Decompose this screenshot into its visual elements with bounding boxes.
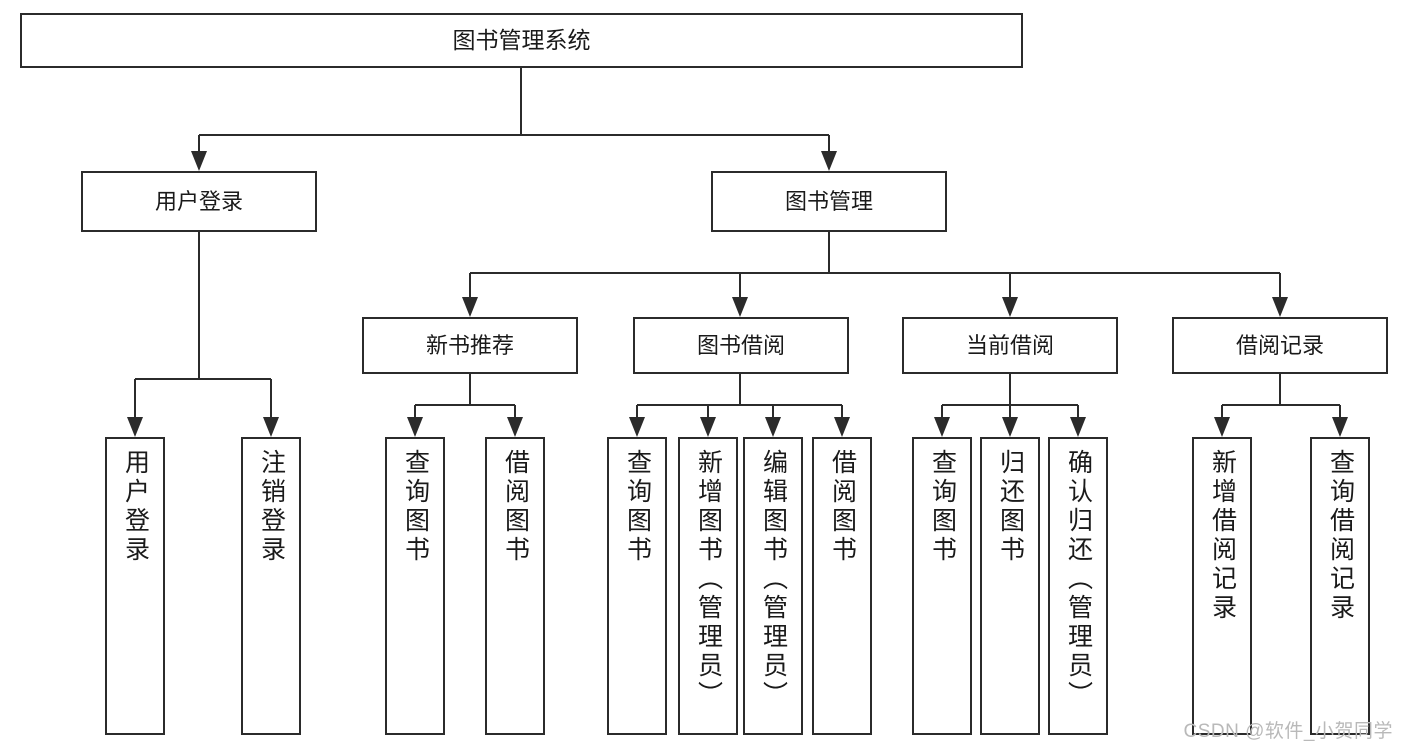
node-leaf-query-book-recommend[interactable]: 查询图书 [385, 437, 445, 735]
node-label: 当前借阅 [965, 332, 1054, 358]
node-leaf-query-book[interactable]: 查询图书 [607, 437, 667, 735]
node-label: 新增借阅记录 [1208, 449, 1237, 623]
node-label: 新书推荐 [425, 332, 514, 358]
node-borrow-record[interactable]: 借阅记录 [1172, 317, 1388, 374]
node-leaf-return-book[interactable]: 归还图书 [980, 437, 1040, 735]
node-leaf-add-borrow-record[interactable]: 新增借阅记录 [1192, 437, 1252, 735]
node-label: 图书管理 [784, 188, 873, 214]
node-label: 图书管理系统 [452, 26, 591, 53]
node-user-login[interactable]: 用户登录 [81, 171, 317, 232]
node-label: 确认归还（管理员） [1064, 449, 1093, 710]
node-label: 新增图书（管理员） [694, 449, 723, 710]
node-leaf-confirm-return-admin[interactable]: 确认归还（管理员） [1048, 437, 1108, 735]
node-label: 用户登录 [154, 188, 243, 214]
node-leaf-borrow-book[interactable]: 借阅图书 [812, 437, 872, 735]
node-label: 注销登录 [257, 449, 286, 565]
node-book-borrow[interactable]: 图书借阅 [633, 317, 849, 374]
node-label: 借阅图书 [501, 449, 530, 565]
node-label: 查询借阅记录 [1326, 449, 1355, 623]
node-leaf-query-borrow-record[interactable]: 查询借阅记录 [1310, 437, 1370, 735]
node-leaf-borrow-book-recommend[interactable]: 借阅图书 [485, 437, 545, 735]
node-label: 查询图书 [623, 449, 652, 565]
node-label: 查询图书 [401, 449, 430, 565]
node-leaf-user-login[interactable]: 用户登录 [105, 437, 165, 735]
node-label: 用户登录 [121, 449, 150, 565]
node-current-borrow[interactable]: 当前借阅 [902, 317, 1118, 374]
node-leaf-edit-book-admin[interactable]: 编辑图书（管理员） [743, 437, 803, 735]
node-leaf-logout[interactable]: 注销登录 [241, 437, 301, 735]
node-root-book-management-system[interactable]: 图书管理系统 [20, 13, 1023, 68]
node-label: 图书借阅 [696, 332, 785, 358]
node-label: 借阅图书 [828, 449, 857, 565]
node-label: 借阅记录 [1235, 332, 1324, 358]
node-leaf-add-book-admin[interactable]: 新增图书（管理员） [678, 437, 738, 735]
node-leaf-query-book-current[interactable]: 查询图书 [912, 437, 972, 735]
node-label: 归还图书 [996, 449, 1025, 565]
node-book-management[interactable]: 图书管理 [711, 171, 947, 232]
node-new-book-recommend[interactable]: 新书推荐 [362, 317, 578, 374]
node-label: 编辑图书（管理员） [759, 449, 788, 710]
node-label: 查询图书 [928, 449, 957, 565]
